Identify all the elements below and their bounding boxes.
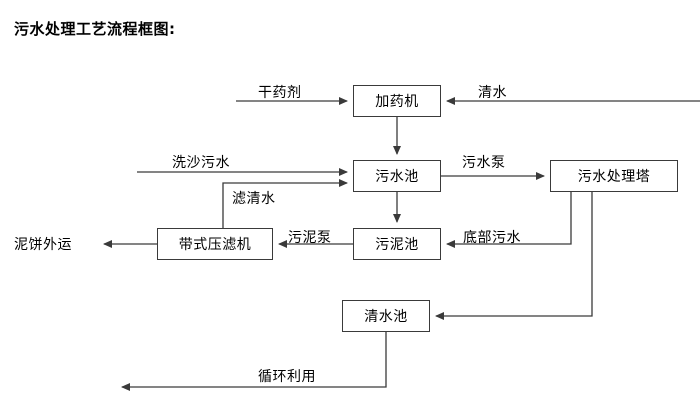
edge-label-dry-reagent: 干药剂 xyxy=(258,85,302,101)
connector-tower-to-clean-water-pool xyxy=(435,192,593,320)
node-label: 污泥池 xyxy=(375,237,419,253)
node-label: 污水池 xyxy=(375,169,419,185)
node-belt-filter-press[interactable]: 带式压滤机 xyxy=(157,228,273,260)
node-treatment-tower[interactable]: 污水处理塔 xyxy=(550,160,678,192)
node-label: 带式压滤机 xyxy=(178,237,252,253)
connector-tower-to-sludge-pool xyxy=(446,192,572,248)
node-label: 污水处理塔 xyxy=(577,169,651,185)
edge-label-clean-water-in: 清水 xyxy=(478,85,507,101)
node-sludge-pool[interactable]: 污泥池 xyxy=(353,228,441,260)
node-dosing-machine[interactable]: 加药机 xyxy=(353,85,441,117)
connector-filtered-water-to-sewage-pool xyxy=(222,179,348,228)
edge-label-sand-wash-sewage: 洗沙污水 xyxy=(172,155,230,171)
edge-label-recycle-reuse: 循环利用 xyxy=(258,369,316,385)
edge-label-bottom-sewage: 底部污水 xyxy=(463,230,521,246)
connector-clean-water-pool-to-reuse xyxy=(121,332,387,391)
page-title: 污水处理工艺流程框图: xyxy=(14,20,176,38)
node-sewage-pool[interactable]: 污水池 xyxy=(353,160,441,192)
node-label: 加药机 xyxy=(375,94,419,110)
node-clean-water-pool[interactable]: 清水池 xyxy=(342,300,430,332)
edge-label-sludge-pump: 污泥泵 xyxy=(288,230,332,246)
terminal-label-mud-cake-out: 泥饼外运 xyxy=(14,237,72,253)
edge-label-sewage-pump: 污水泵 xyxy=(462,155,506,171)
node-label: 清水池 xyxy=(364,309,408,325)
edge-label-filtered-water: 滤清水 xyxy=(232,191,276,207)
